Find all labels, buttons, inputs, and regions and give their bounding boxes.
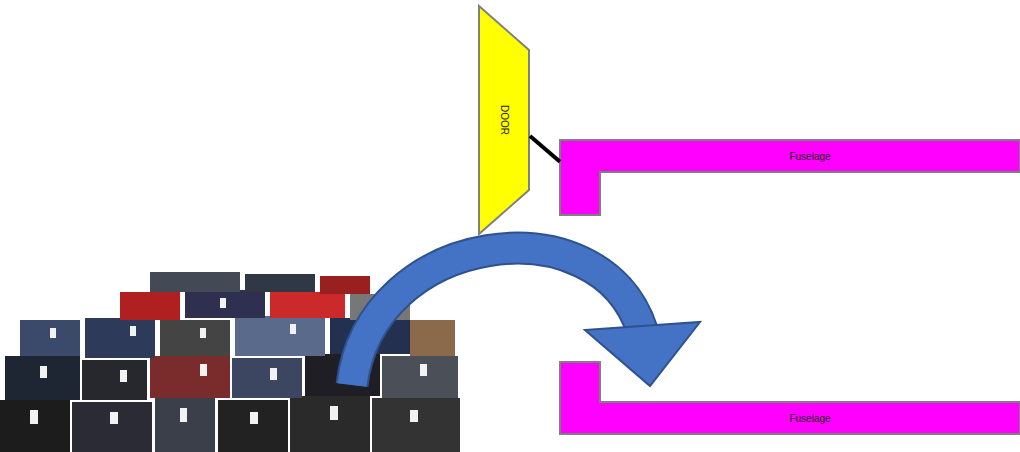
fuselage-section: Fuselage: [560, 140, 1020, 215]
fuselage-section: Fuselage: [560, 362, 1020, 434]
node-label: Fuselage: [600, 140, 1020, 172]
hinge-line: [530, 136, 560, 162]
node-label: Fuselage: [600, 402, 1020, 434]
node-label: DOOR: [478, 5, 530, 235]
node-shape: [560, 140, 1020, 215]
load-arrow: [352, 248, 700, 386]
door-panel: DOOR: [478, 5, 530, 235]
node-shape: [560, 362, 1020, 434]
node-shape: [479, 6, 529, 234]
